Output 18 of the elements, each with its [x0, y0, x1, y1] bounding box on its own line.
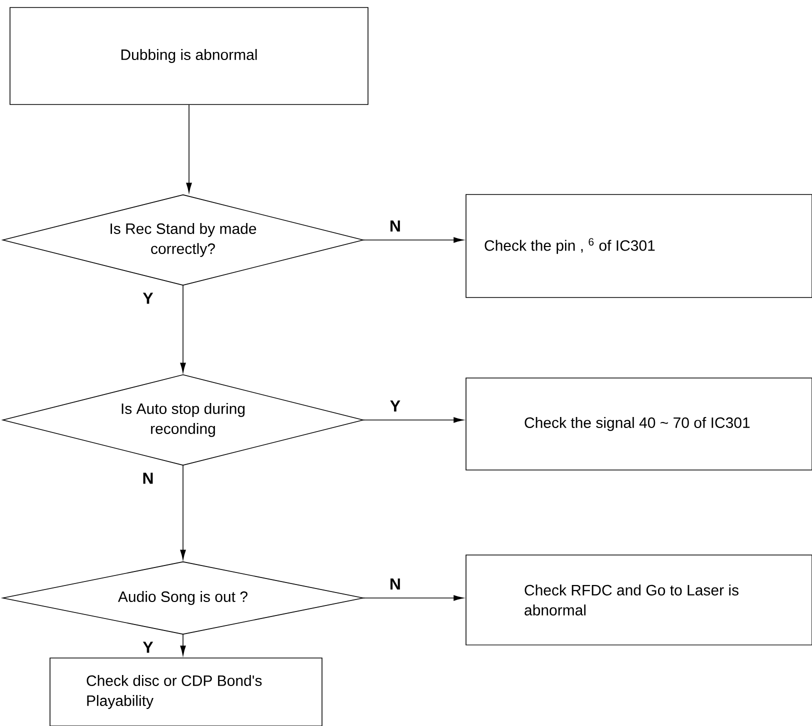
edge-label: N: [390, 578, 400, 590]
edge-label: Y: [142, 642, 154, 653]
arrow: [180, 284, 186, 373]
process-box: Check the signal 40 ~ 70 of IC301: [466, 378, 812, 470]
process-box: Check RFDC and Go to Laser is abnormal: [466, 554, 812, 646]
edge-label: Y: [390, 400, 400, 412]
arrow: [186, 104, 192, 193]
edge-label: Y: [142, 292, 154, 304]
edge-label: N: [390, 220, 400, 232]
arrow: [362, 237, 464, 243]
edge-label: N: [143, 472, 153, 484]
process-box: Check disc or CDP Bond's Playability: [50, 658, 322, 726]
process-box: Check the pin , $^{6}$ of IC301: [466, 194, 812, 298]
arrow: [362, 595, 464, 601]
arrow: [180, 634, 186, 656]
arrow: [362, 417, 464, 423]
process-box: Dubbing is abnormal: [10, 7, 368, 105]
arrow: [180, 464, 186, 560]
